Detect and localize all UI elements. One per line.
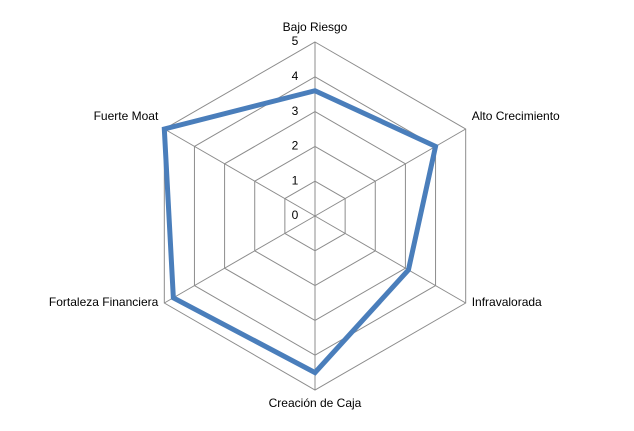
category-label-1: Alto Crecimiento	[472, 109, 560, 123]
spoke-4	[164, 215, 316, 304]
category-label-2: Infravalorada	[472, 295, 542, 309]
radial-tick-labels: 0 1 2 3 4 5	[292, 34, 299, 222]
tick-label-4: 4	[292, 69, 299, 83]
category-label-3: Creación de Caja	[269, 396, 362, 410]
tick-label-0: 0	[292, 208, 299, 222]
series-line-0	[161, 88, 439, 376]
tick-label-1: 1	[292, 173, 299, 187]
category-label-0: Bajo Riesgo	[283, 20, 348, 34]
tick-label-3: 3	[292, 104, 299, 118]
spoke-2	[314, 215, 466, 304]
spoke-1	[314, 128, 466, 217]
radar-series	[161, 88, 439, 376]
category-label-5: Fuerte Moat	[94, 109, 159, 123]
tick-label-5: 5	[292, 34, 299, 48]
radar-spokes	[164, 42, 466, 390]
category-label-4: Fortaleza Financiera	[49, 295, 159, 309]
tick-label-2: 2	[292, 139, 299, 153]
spoke-5	[164, 128, 316, 217]
